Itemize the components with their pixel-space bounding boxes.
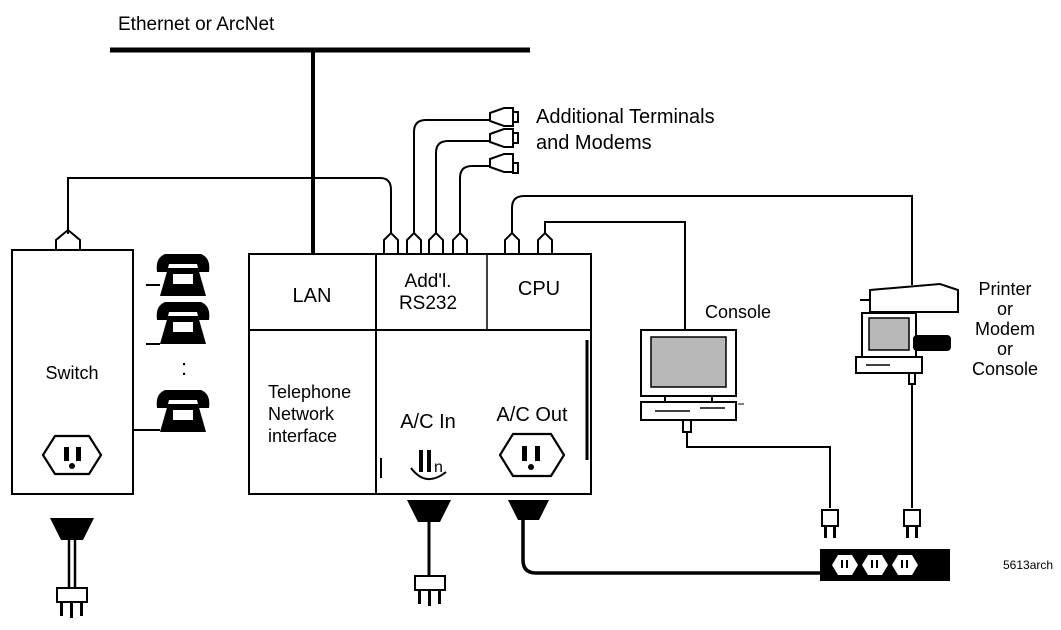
ac-out-power-cord: [508, 500, 820, 575]
cpu-label: CPU: [518, 278, 560, 300]
printer-label-line4: or: [997, 339, 1013, 359]
phone-lines: [133, 284, 160, 431]
console-computer-icon: [640, 329, 744, 433]
switch-top-connector: [55, 228, 81, 250]
printer-label-line5: Console: [972, 359, 1038, 379]
switch-lan-cable: [67, 177, 392, 234]
terminal-cables: [413, 119, 490, 233]
printer-label-line3: Modem: [975, 319, 1035, 339]
ac-in-inlet-icon: [410, 450, 447, 480]
printer-modem-icon: [855, 282, 959, 385]
telephone-label-line2: Network: [268, 404, 335, 424]
rs232-label-line1: Add'l.: [405, 271, 452, 292]
rs232-label-line2: RS232: [399, 293, 457, 314]
switch-power-cord: [50, 518, 94, 618]
terminals-label-line2: and Modems: [536, 132, 652, 154]
printer-cable: [511, 195, 913, 285]
console-power-cable: [686, 432, 831, 508]
console-label: Console: [705, 302, 771, 322]
telephone-label-line3: interface: [268, 426, 337, 446]
ac-out-label: A/C Out: [496, 404, 568, 426]
console-cable: [544, 221, 686, 330]
power-strip-icon: [820, 549, 950, 581]
terminals-label-line1: Additional Terminals: [536, 106, 715, 128]
lan-label: LAN: [293, 285, 332, 307]
ac-in-subscript: n: [434, 459, 443, 476]
rs232-port-connectors: [383, 231, 553, 254]
printer-plug-icon: [903, 509, 921, 538]
main-unit: [248, 253, 592, 495]
phone-dots: :: [181, 355, 187, 380]
printer-label-line1: Printer: [978, 279, 1031, 299]
ac-out-outlet-icon: [498, 432, 566, 478]
switch-outlet-icon: [41, 434, 103, 476]
switch-label: Switch: [45, 363, 98, 383]
ac-in-power-cord: [407, 500, 451, 606]
telephone-label-line1: Telephone: [268, 382, 351, 402]
terminal-plug-icons: [489, 107, 519, 174]
telephone-icons: [156, 254, 210, 432]
console-plug-icon: [821, 509, 839, 538]
ac-in-label: A/C In: [400, 411, 456, 433]
network-label: Ethernet or ArcNet: [118, 14, 275, 35]
switch-box: [11, 249, 134, 495]
printer-label-line2: or: [997, 299, 1013, 319]
figure-id: 5613arch: [1003, 558, 1053, 572]
